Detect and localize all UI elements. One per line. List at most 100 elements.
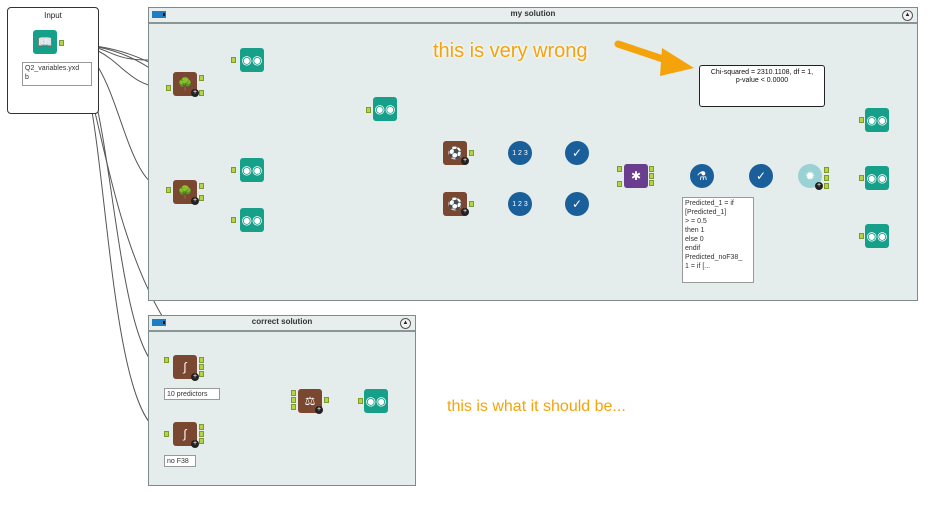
input-anchor[interactable] [231, 167, 236, 173]
input-anchor[interactable] [164, 357, 169, 363]
binoculars-icon: ◉◉ [241, 163, 263, 177]
input-anchor[interactable] [859, 233, 864, 239]
browse-tool[interactable]: ◉◉ [240, 158, 264, 182]
select-tool[interactable]: ✓ [749, 164, 773, 188]
tree-icon: 🌳 [177, 185, 193, 199]
checkmark-icon: ✓ [755, 169, 767, 183]
checkmark-icon: ✓ [571, 146, 583, 160]
input-data-tool[interactable]: 📖 [33, 30, 57, 54]
formula-label: Predicted_1 = if [Predicted_1] > = 0.5 t… [682, 197, 754, 283]
output-anchor-r[interactable] [649, 180, 654, 186]
numbered-list-icon: 1 2 3 [512, 149, 528, 157]
output-anchor-o[interactable] [199, 424, 204, 430]
output-anchor-r[interactable] [199, 90, 204, 96]
my-solution-container[interactable]: my solution ▲ [148, 7, 918, 301]
binoculars-icon: ◉◉ [866, 171, 888, 185]
comparison-icon: ⚖ [304, 394, 316, 408]
browse-tool[interactable]: ◉◉ [865, 224, 889, 248]
input-anchor[interactable] [164, 431, 169, 437]
comment-line1: Chi-squared = 2310.1108, df = 1, [710, 69, 814, 76]
input-anchor[interactable] [166, 85, 171, 91]
browse-tool[interactable]: ◉◉ [865, 166, 889, 190]
output-anchor-o[interactable] [199, 183, 204, 189]
output-anchor-r[interactable] [199, 364, 204, 370]
record-id-tool[interactable]: 1 2 3 [508, 192, 532, 216]
output-anchor-d[interactable] [824, 167, 829, 173]
output-anchor-o[interactable] [199, 357, 204, 363]
output-anchor[interactable] [324, 397, 329, 403]
input-anchor[interactable] [291, 390, 296, 396]
input-anchor[interactable] [859, 175, 864, 181]
record-id-tool[interactable]: 1 2 3 [508, 141, 532, 165]
checkmark-icon: ✓ [571, 197, 583, 211]
plus-icon: + [461, 157, 469, 165]
input-anchor[interactable] [291, 404, 296, 410]
output-anchor-i[interactable] [199, 438, 204, 444]
join-tool[interactable]: ✱ [624, 164, 648, 188]
browse-tool[interactable]: ◉◉ [373, 97, 397, 121]
up-arrow-icon[interactable]: ▲ [902, 10, 913, 21]
output-anchor[interactable] [59, 40, 64, 46]
output-anchor[interactable] [469, 201, 474, 207]
comment-line2: p-value < 0.0000 [735, 77, 789, 84]
formula-line: 1 = if [... [685, 263, 711, 270]
forest-model-tool[interactable]: 🌳 [173, 180, 197, 204]
score-icon: ⚽ [447, 197, 463, 211]
up-arrow-icon[interactable]: ▲ [400, 318, 411, 329]
logistic-regression-tool[interactable]: ∫ [173, 422, 197, 446]
formula-line: [Predicted_1] [685, 209, 727, 216]
input-anchor[interactable] [291, 397, 296, 403]
input-anchor[interactable] [166, 187, 171, 193]
input-anchor[interactable] [231, 217, 236, 223]
formula-tool[interactable]: ⚗ [690, 164, 714, 188]
model-label: no F38 [164, 455, 196, 467]
binoculars-icon: ◉◉ [866, 229, 888, 243]
input-container-title: Input [44, 11, 62, 20]
select-tool[interactable]: ✓ [565, 192, 589, 216]
container-header: correct solution ▲ [149, 316, 415, 332]
input-anchor[interactable] [859, 117, 864, 123]
browse-tool[interactable]: ◉◉ [865, 108, 889, 132]
toggle-icon[interactable] [152, 319, 166, 326]
output-anchor[interactable] [469, 150, 474, 156]
score-icon: ⚽ [447, 146, 463, 160]
plus-icon: + [315, 406, 323, 414]
numbered-list-icon: 1 2 3 [512, 200, 528, 208]
formula-line: > = 0.5 [685, 218, 707, 225]
plus-icon: + [191, 373, 199, 381]
should-be-note: this is what it should be... [447, 398, 626, 415]
container-title: correct solution [251, 317, 313, 326]
output-anchor-i[interactable] [824, 183, 829, 189]
input-anchor[interactable] [366, 107, 371, 113]
output-anchor-r[interactable] [824, 175, 829, 181]
container-title: my solution [510, 9, 556, 18]
input-anchor-r[interactable] [617, 181, 622, 187]
toggle-icon[interactable] [152, 11, 166, 18]
binoculars-icon: ◉◉ [241, 213, 263, 227]
input-anchor-l[interactable] [617, 166, 622, 172]
output-anchor-i[interactable] [199, 371, 204, 377]
browse-tool[interactable]: ◉◉ [240, 48, 264, 72]
select-tool[interactable]: ✓ [565, 141, 589, 165]
output-anchor-r[interactable] [199, 431, 204, 437]
formula-line: Predicted_noF38_ [685, 254, 743, 261]
input-file-label: Q2_variables.yxd b [22, 62, 92, 86]
arrow-icon [614, 40, 694, 76]
sigmoid-icon: ∫ [183, 360, 187, 374]
input-container[interactable]: Input 📖 Q2_variables.yxd b [7, 7, 99, 114]
sigmoid-icon: ∫ [183, 427, 187, 441]
plus-icon: + [461, 208, 469, 216]
wrong-note: this is very wrong [433, 40, 588, 62]
flask-icon: ⚗ [696, 169, 708, 183]
input-anchor[interactable] [358, 398, 363, 404]
input-anchor[interactable] [231, 57, 236, 63]
output-anchor-r[interactable] [199, 195, 204, 201]
output-anchor-o[interactable] [199, 75, 204, 81]
browse-tool[interactable]: ◉◉ [364, 389, 388, 413]
output-anchor-l[interactable] [649, 166, 654, 172]
output-anchor-j[interactable] [649, 173, 654, 179]
plus-icon: + [191, 197, 199, 205]
browse-tool[interactable]: ◉◉ [240, 208, 264, 232]
formula-line: Predicted_1 = if [685, 200, 734, 207]
model-label: 10 predictors [164, 388, 220, 400]
